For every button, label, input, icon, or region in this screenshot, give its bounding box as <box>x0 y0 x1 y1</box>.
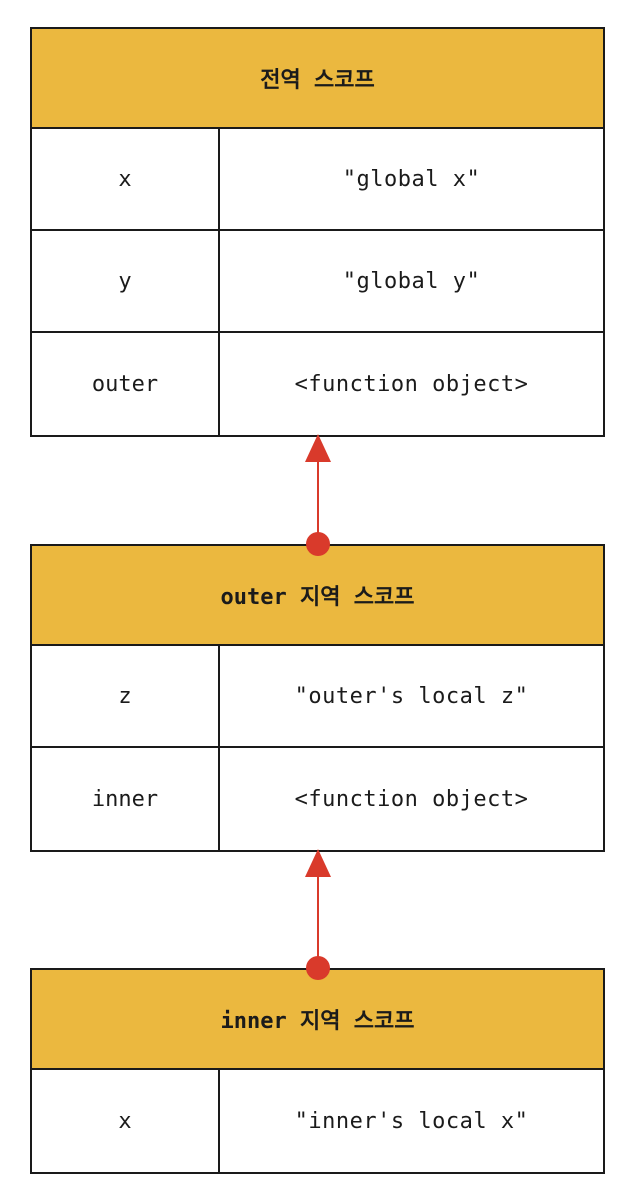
outer-scope-title: outer 지역 스코프 <box>32 546 603 646</box>
global-scope-table: 전역 스코프 x "global x" y "global y" outer <… <box>30 27 605 437</box>
variable-name: z <box>32 646 220 746</box>
variable-value: "inner's local x" <box>294 1108 529 1134</box>
variable-name: y <box>32 231 220 331</box>
arrow-outer-to-global <box>305 434 331 556</box>
inner-scope-table: inner 지역 스코프 x "inner's local x" <box>30 968 605 1174</box>
variable-name: outer <box>32 333 220 435</box>
arrow-inner-to-outer <box>305 849 331 980</box>
variable-name: x <box>32 1070 220 1172</box>
variable-name: inner <box>32 748 220 850</box>
outer-scope-row-z: z "outer's local z" <box>32 646 603 748</box>
global-scope-row-outer: outer <function object> <box>32 333 603 435</box>
variable-value: <function object> <box>294 371 529 397</box>
variable-value: "outer's local z" <box>294 683 529 709</box>
inner-scope-title: inner 지역 스코프 <box>32 970 603 1070</box>
outer-scope-table: outer 지역 스코프 z "outer's local z" inner <… <box>30 544 605 852</box>
global-scope-title: 전역 스코프 <box>32 29 603 129</box>
variable-name: x <box>32 129 220 229</box>
inner-scope-row-x: x "inner's local x" <box>32 1070 603 1172</box>
variable-value: "global x" <box>342 166 481 192</box>
global-scope-row-x: x "global x" <box>32 129 603 231</box>
global-scope-row-y: y "global y" <box>32 231 603 333</box>
outer-scope-row-inner: inner <function object> <box>32 748 603 850</box>
variable-value: "global y" <box>342 268 481 294</box>
variable-value: <function object> <box>294 786 529 812</box>
